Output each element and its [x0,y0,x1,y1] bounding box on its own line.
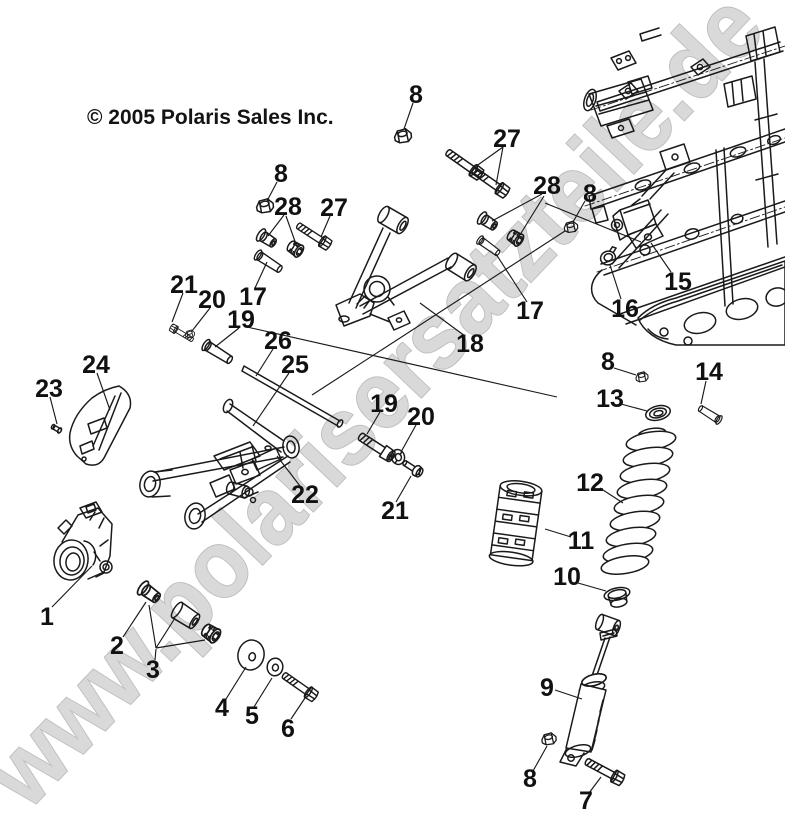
bolt-6 [278,668,321,704]
shock-cover [488,480,543,567]
callout-28-right: 28 [533,172,561,200]
pin-14 [696,402,724,426]
callout-8-spring: 8 [601,348,615,376]
callout-23: 23 [35,375,63,403]
callout-15: 15 [664,268,692,296]
coil-spring [600,427,677,575]
nut-8-shock [540,731,558,747]
spring-washer [645,404,671,422]
callout-17-right: 17 [516,297,544,325]
frame-assembly [583,26,785,346]
callout-20-right: 20 [407,403,435,431]
bolt-21-right [402,460,424,478]
copyright-notice: © 2005 Polaris Sales Inc. [87,106,334,129]
callout-1: 1 [40,603,54,631]
callout-18: 18 [456,330,484,358]
callout-26: 26 [264,327,292,355]
nut-8-left [254,197,276,215]
bearing-carrier [53,501,113,581]
callout-24: 24 [82,351,110,379]
callout-27-top: 27 [493,125,521,153]
callout-17-left: 17 [239,283,267,311]
callout-28-left: 28 [274,193,302,221]
callout-8-bracket: 8 [583,180,597,208]
callout-3: 3 [146,656,160,684]
callout-4: 4 [215,694,229,722]
callout-6: 6 [281,715,295,743]
callout-27-left: 27 [320,194,348,222]
callout-13: 13 [596,385,624,413]
callout-19-right: 19 [370,390,398,418]
spring-retainer [603,586,631,608]
lower-a-arm [139,398,300,530]
shock-absorber [559,613,622,767]
callout-labels: 8 27 28 8 15 16 8 28 27 17 17 18 21 20 1… [35,81,723,815]
callout-9: 9 [540,674,554,702]
callout-20-left: 20 [198,286,226,314]
flange-bolt [599,246,617,266]
pivot-shaft [241,365,344,428]
callout-19-left: 19 [227,306,255,334]
lock-washer-20-right [390,448,406,466]
guard [68,385,132,466]
callout-25: 25 [281,351,309,379]
nut-8-spring [634,370,650,384]
mount-bracket [610,198,664,249]
callout-21-left: 21 [170,271,198,299]
callout-11: 11 [568,527,595,555]
pin-19-left [199,337,236,367]
callout-22: 22 [291,481,319,509]
callout-12: 12 [576,469,604,497]
pivot-bushings [134,578,224,646]
upper-a-arm [335,205,477,331]
washer-large [237,639,265,671]
rivet [50,423,63,434]
callout-8-left: 8 [274,160,288,188]
callout-21-right: 21 [381,497,409,525]
callout-10: 10 [553,563,581,591]
nut-8-top [392,127,414,145]
bushing-28-left-a [253,226,280,251]
bolt-19-right [357,432,396,463]
leader-lines [49,102,707,794]
bolt-7 [582,754,627,788]
washer-small [266,657,284,677]
callout-7: 7 [579,787,593,815]
callout-8-shock: 8 [523,765,537,793]
callout-16: 16 [611,295,639,323]
callout-14: 14 [695,358,723,386]
callout-5: 5 [245,702,259,730]
callout-8-top: 8 [409,81,423,109]
pin-17-left [252,248,285,276]
callout-2: 2 [110,632,124,660]
